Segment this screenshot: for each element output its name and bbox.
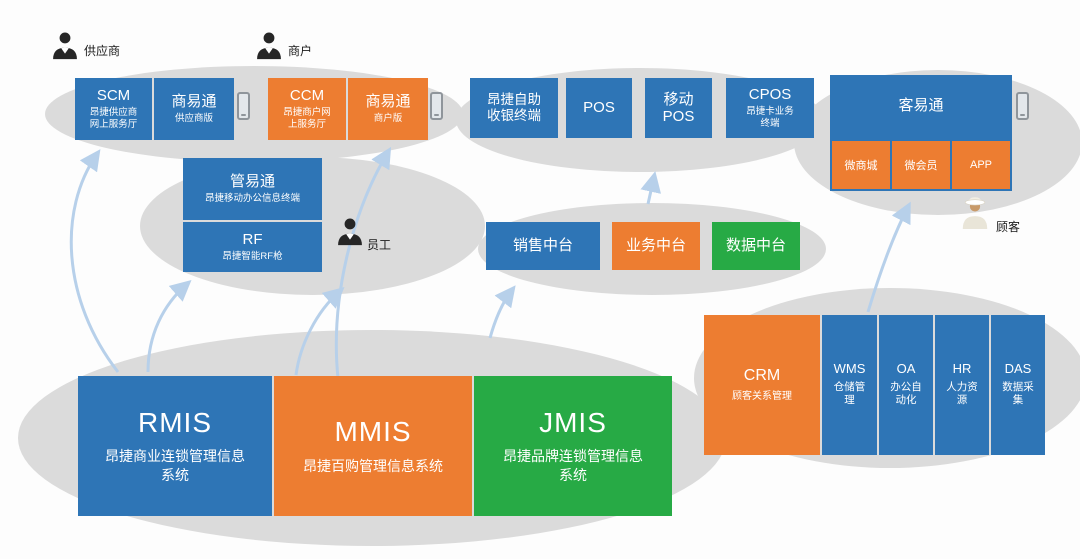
node-gyt: 管易通 昂捷移动办公信息终端 [183, 158, 322, 220]
node-rf: RF 昂捷智能RF枪 [183, 222, 322, 272]
employee-label: 员工 [367, 238, 392, 252]
customer-avatar-icon [960, 196, 990, 234]
node-sales-platform: 销售中台 [486, 222, 600, 270]
node-syt-merchant-title: 商易通 [365, 92, 411, 110]
node-wms-sub: 仓储管 理 [833, 380, 866, 407]
node-pos-title: POS [583, 99, 615, 117]
node-hr: HR 人力资 源 [935, 315, 989, 455]
node-hr-title: HR [952, 360, 972, 376]
node-crm-sub: 顾客关系管理 [732, 390, 792, 402]
node-mobile-pos-title: 移动 POS [662, 90, 695, 125]
node-ccm-title: CCM [289, 86, 325, 104]
employee-avatar-icon [337, 216, 363, 251]
node-syt-supplier-title: 商易通 [171, 92, 217, 110]
node-business-platform: 业务中台 [612, 222, 700, 270]
node-mmis: MMIS 昂捷百购管理信息系统 [274, 376, 472, 516]
node-oa-title: OA [896, 360, 916, 376]
node-das-title: DAS [1004, 360, 1032, 376]
node-cpos-sub: 昂捷卡业务 终端 [746, 105, 794, 130]
node-business-platform-title: 业务中台 [625, 237, 686, 255]
node-oa: OA 办公自 动化 [879, 315, 933, 455]
node-kyt-title: 客易通 [898, 97, 944, 114]
supplier-avatar-icon [52, 30, 78, 65]
node-mmis-sub: 昂捷百购管理信息系统 [303, 457, 443, 474]
node-jmis-sub: 昂捷品牌连锁管理信息 系统 [503, 448, 643, 484]
node-wms: WMS 仓储管 理 [822, 315, 877, 455]
node-syt-merchant: 商易通 商户版 [348, 78, 428, 140]
node-das-sub: 数据采 集 [1002, 380, 1034, 407]
node-mmis-title: MMIS [334, 416, 412, 448]
node-app-label: APP [969, 159, 992, 171]
node-rf-sub: 昂捷智能RF枪 [222, 250, 283, 262]
merchant-label: 商户 [288, 44, 313, 58]
node-data-platform-title: 数据中台 [725, 237, 786, 255]
node-syt-merchant-sub: 商户版 [373, 112, 403, 124]
node-data-platform: 数据中台 [712, 222, 800, 270]
node-rmis-title: RMIS [138, 407, 212, 439]
node-cpos: CPOS 昂捷卡业务 终端 [726, 78, 814, 138]
node-rmis: RMIS 昂捷商业连锁管理信息 系统 [78, 376, 272, 516]
node-wms-title: WMS [833, 360, 866, 376]
node-scm: SCM 昂捷供应商 网上服务厅 [75, 78, 152, 140]
node-syt-supplier: 商易通 供应商版 [154, 78, 234, 140]
node-why-label: 微会员 [904, 160, 938, 172]
phone-icon [1016, 92, 1029, 120]
merchant-avatar-icon [256, 30, 282, 65]
node-crm-title: CRM [743, 367, 781, 385]
node-scm-sub: 昂捷供应商 网上服务厅 [89, 106, 138, 131]
node-crm: CRM 顾客关系管理 [704, 315, 820, 455]
node-rmis-sub: 昂捷商业连锁管理信息 系统 [105, 448, 245, 484]
node-mobile-pos: 移动 POS [645, 78, 712, 138]
node-gyt-title: 管易通 [229, 172, 275, 190]
node-wsc-label: 微商城 [844, 160, 878, 172]
node-ccm-sub: 昂捷商户网 上服务厅 [283, 106, 331, 131]
node-self-checkout: 昂捷自助 收银终端 [470, 78, 558, 138]
node-wsc: 微商城 [832, 141, 890, 189]
node-app: APP [952, 141, 1010, 189]
node-das: DAS 数据采 集 [991, 315, 1045, 455]
node-jmis-title: JMIS [539, 407, 607, 439]
node-pos: POS [566, 78, 632, 138]
node-syt-supplier-sub: 供应商版 [174, 112, 213, 124]
node-oa-sub: 办公自 动化 [890, 380, 922, 407]
node-gyt-sub: 昂捷移动办公信息终端 [204, 192, 300, 204]
node-scm-title: SCM [96, 86, 131, 104]
phone-icon [430, 92, 443, 120]
customer-label: 顾客 [996, 220, 1021, 234]
node-hr-sub: 人力资 源 [946, 380, 978, 407]
node-jmis: JMIS 昂捷品牌连锁管理信息 系统 [474, 376, 672, 516]
node-rf-title: RF [242, 230, 263, 248]
node-self-checkout-title: 昂捷自助 收银终端 [487, 92, 541, 123]
node-why: 微会员 [892, 141, 950, 189]
supplier-label: 供应商 [84, 44, 121, 58]
phone-icon [237, 92, 250, 120]
node-sales-platform-title: 销售中台 [512, 237, 573, 255]
node-ccm: CCM 昂捷商户网 上服务厅 [268, 78, 346, 140]
node-cpos-title: CPOS [748, 85, 792, 103]
